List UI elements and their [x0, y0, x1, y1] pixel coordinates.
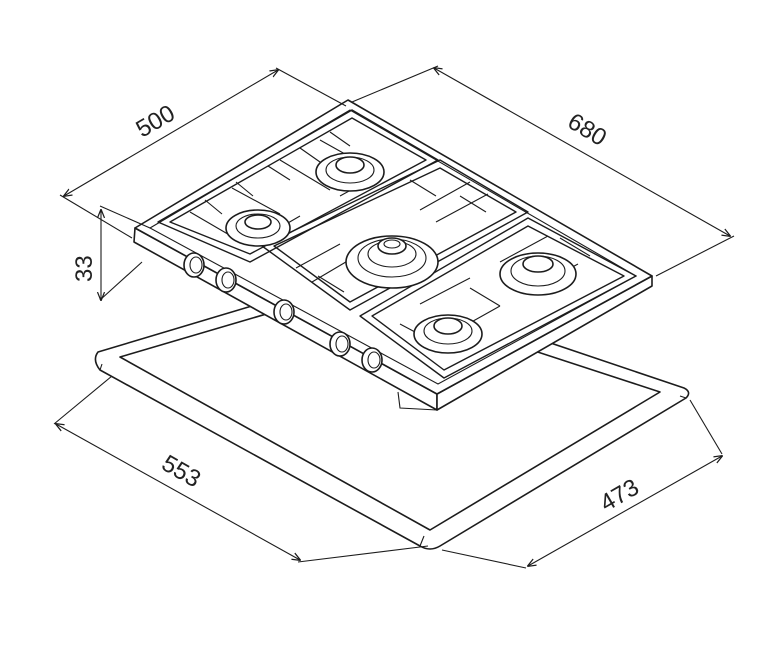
burner-large [499, 252, 577, 296]
dim-label-cutout-length: 553 [157, 450, 205, 493]
dim-line-cutout-length [56, 424, 300, 560]
knob-2 [215, 267, 237, 293]
dim-line-length [434, 68, 730, 236]
burner-wok [345, 235, 439, 289]
knob-3 [273, 299, 295, 325]
dim-line-width [64, 70, 278, 196]
dimension-lines [53, 65, 735, 569]
dim-label-width: 500 [132, 100, 180, 143]
knob-1 [183, 252, 205, 278]
burner-medium-back [315, 152, 385, 192]
dim-label-cutout-width: 473 [596, 474, 644, 517]
knob-5 [361, 347, 383, 373]
burner-small [225, 209, 291, 247]
dim-line-cutout-width [528, 456, 722, 566]
dim-label-height: 33 [71, 255, 98, 282]
control-knobs [183, 252, 383, 373]
knob-4 [329, 331, 351, 357]
burner-medium-front [413, 314, 483, 354]
burners [225, 152, 577, 354]
